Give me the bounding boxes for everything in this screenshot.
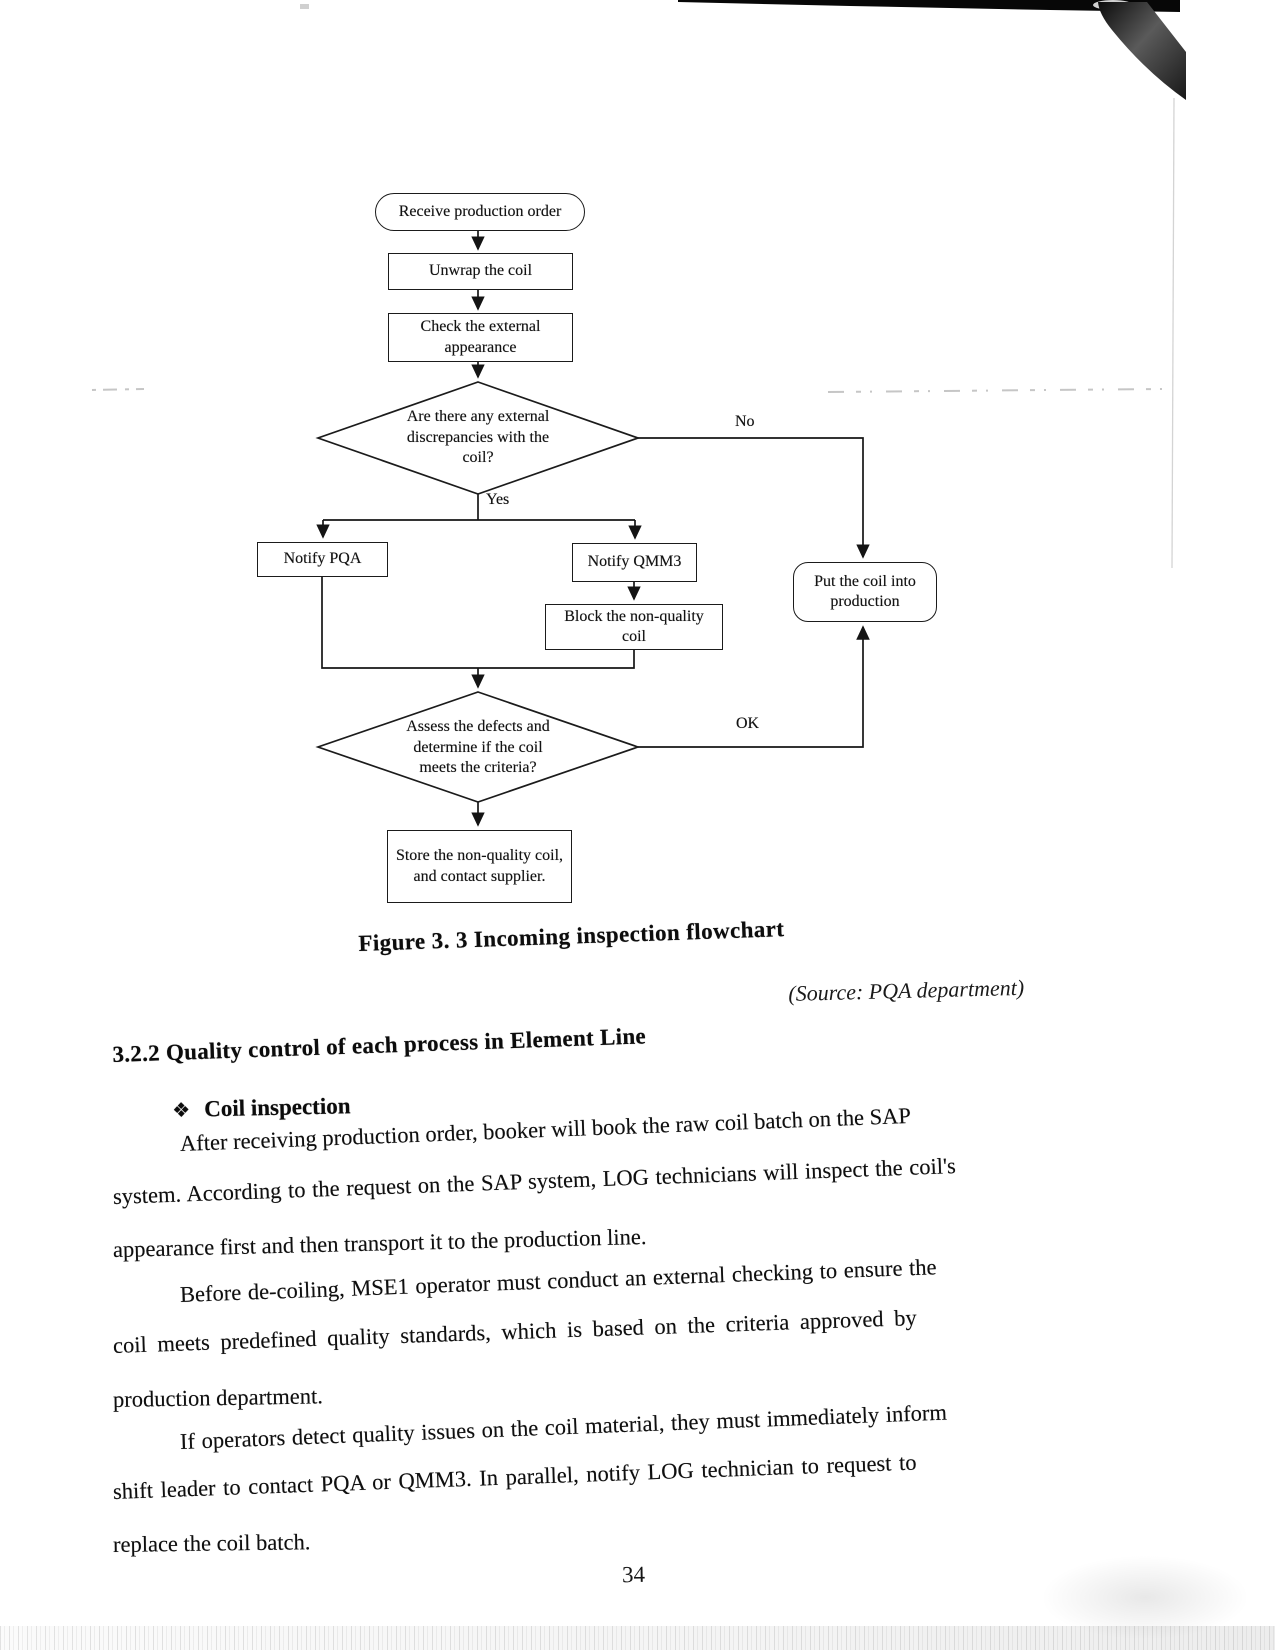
decision-diamond-external-discrepancies xyxy=(315,381,641,495)
scan-artifact-dashes-left xyxy=(91,388,145,391)
flow-node-unwrap-coil: Unwrap the coil xyxy=(388,253,573,290)
flow-node-store-non-quality-coil: Store the non-quality coil, and contact … xyxy=(387,830,572,903)
page-number: 34 xyxy=(621,1561,646,1588)
scan-artifact-edge-line xyxy=(1171,97,1175,569)
paragraph-3-line-3: replace the coil batch. xyxy=(112,1529,311,1557)
flow-label-no: No xyxy=(735,413,755,430)
scan-artifact-dashes-right xyxy=(827,388,1163,393)
scan-artifact-bottom-band xyxy=(0,1626,1275,1650)
bullet-title: Coil inspection xyxy=(203,1093,351,1122)
scan-artifact-top-tick xyxy=(300,4,309,9)
flow-node-check-external-appearance: Check the external appearance xyxy=(388,313,573,362)
flow-decision-assess-defects-text: Assess the defects and determine if the … xyxy=(406,718,550,777)
flow-label-ok: OK xyxy=(736,715,760,732)
flow-decision-external-discrepancies-text: Are there any external discrepancies wit… xyxy=(406,408,550,467)
flow-label-yes: Yes xyxy=(486,491,510,508)
flow-node-block-non-quality-coil: Block the non-quality coil xyxy=(545,604,723,650)
bullet-coil-inspection: ❖ Coil inspection xyxy=(172,1093,351,1123)
decision-diamond-assess-defects xyxy=(315,691,641,803)
flow-node-put-coil-into-production: Put the coil into production xyxy=(793,562,937,622)
flowchart-connectors xyxy=(316,231,870,827)
scan-artifact-bottom-smudge xyxy=(1040,1555,1250,1640)
paragraph-2-line-3: production department. xyxy=(112,1383,324,1412)
scan-artifact-corner-streak xyxy=(1098,2,1186,100)
diamond-bullet-icon: ❖ xyxy=(172,1097,191,1122)
flow-node-receive-production-order: Receive production order xyxy=(375,193,585,231)
flow-node-notify-pqa: Notify PQA xyxy=(257,542,388,577)
flow-node-notify-qmm3: Notify QMM3 xyxy=(572,543,697,582)
